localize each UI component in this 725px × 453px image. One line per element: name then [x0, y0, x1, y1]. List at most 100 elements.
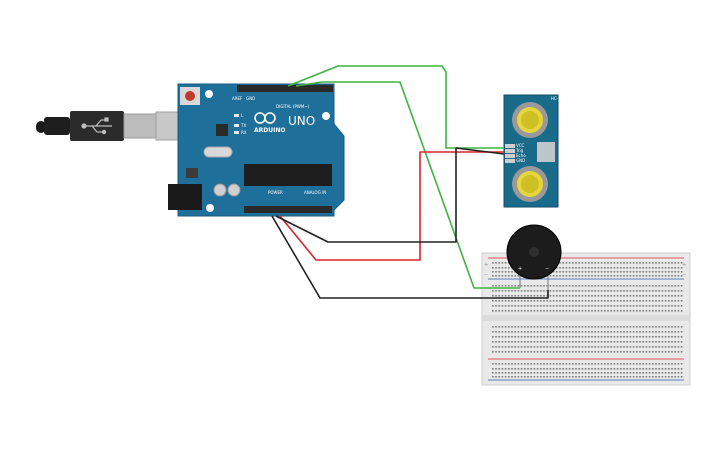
breadboard-hole: [520, 341, 523, 343]
breadboard-hole: [572, 310, 574, 312]
breadboard-hole: [495, 326, 497, 328]
wire-red-vcc[interactable]: [279, 151, 504, 261]
breadboard-hole: [639, 346, 641, 348]
breadboard-hole: [655, 326, 657, 328]
breadboard-hole: [495, 290, 497, 292]
breadboard-hole: [514, 331, 516, 333]
breadboard-hole: [645, 285, 648, 287]
breadboard-hole: [495, 275, 497, 277]
breadboard-hole: [504, 300, 507, 302]
piezo-buzzer[interactable]: + −: [506, 224, 562, 296]
breadboard-hole: [536, 300, 539, 302]
breadboard-hole: [584, 346, 587, 348]
wire-green-buzzer[interactable]: [295, 81, 520, 289]
breadboard-hole: [559, 305, 561, 307]
breadboard-hole: [517, 326, 520, 328]
breadboard-hole: [540, 376, 542, 378]
breadboard-hole: [565, 285, 568, 287]
breadboard-hole: [511, 310, 513, 312]
breadboard-hole: [642, 368, 644, 370]
breadboard-hole: [536, 290, 539, 292]
svg-text:−: −: [682, 272, 686, 278]
breadboard-hole: [620, 262, 622, 264]
breadboard-hole: [552, 295, 555, 297]
breadboard-hole: [680, 262, 683, 264]
breadboard-hole: [572, 300, 574, 302]
breadboard-hole: [568, 262, 571, 264]
breadboard-hole: [597, 376, 600, 378]
breadboard-hole: [674, 331, 676, 333]
breadboard-hole: [540, 363, 542, 365]
breadboard-hole: [543, 326, 545, 328]
breadboard-hole: [581, 336, 584, 338]
breadboard-hole: [492, 285, 494, 287]
wire-black-gnd-sensor[interactable]: [275, 147, 505, 243]
breadboard-hole: [652, 305, 654, 307]
breadboard-hole: [629, 285, 632, 287]
breadboard-hole: [562, 363, 564, 365]
breadboard-hole: [623, 285, 625, 287]
breadboard-hole: [588, 376, 590, 378]
breadboard[interactable]: + − + −: [481, 252, 691, 386]
breadboard-hole: [626, 376, 628, 378]
breadboard-hole: [629, 346, 632, 348]
breadboard-hole: [677, 376, 680, 378]
breadboard-hole: [677, 368, 680, 370]
breadboard-hole: [658, 331, 660, 333]
breadboard-hole: [549, 326, 552, 328]
breadboard-hole: [661, 326, 664, 328]
breadboard-hole: [636, 295, 638, 297]
breadboard-hole: [584, 275, 587, 277]
breadboard-hole: [658, 341, 660, 343]
breadboard-hole: [664, 368, 667, 370]
breadboard-hole: [501, 290, 504, 292]
arduino-board[interactable]: AREF GND DIGITAL (PWM~) ARDUINO UNO L TX…: [168, 83, 345, 217]
breadboard-hole: [495, 363, 497, 365]
breadboard-hole: [517, 346, 520, 348]
breadboard-hole: [604, 336, 606, 338]
breadboard-hole: [664, 285, 667, 287]
breadboard-hole: [680, 305, 683, 307]
breadboard-hole: [501, 331, 504, 333]
breadboard-hole: [661, 295, 664, 297]
breadboard-hole: [527, 336, 529, 338]
wire-black-gnd-buzzer[interactable]: [271, 215, 549, 299]
breadboard-hole: [655, 331, 657, 333]
usb-cable: [36, 111, 199, 141]
breadboard-hole: [652, 290, 654, 292]
breadboard-hole: [645, 346, 648, 348]
breadboard-hole: [530, 346, 532, 348]
breadboard-hole: [655, 271, 657, 273]
breadboard-hole: [613, 262, 616, 264]
breadboard-hole: [600, 295, 603, 297]
breadboard-hole: [674, 262, 676, 264]
breadboard-hole: [508, 290, 510, 292]
breadboard-hole: [524, 341, 526, 343]
breadboard-hole: [604, 351, 606, 353]
breadboard-hole: [524, 285, 526, 287]
breadboard-hole: [661, 305, 664, 307]
breadboard-hole: [604, 341, 606, 343]
breadboard-hole: [658, 346, 660, 348]
breadboard-hole: [584, 363, 587, 365]
breadboard-hole: [568, 372, 571, 374]
breadboard-hole: [504, 271, 507, 273]
breadboard-hole: [572, 368, 574, 370]
breadboard-hole: [575, 285, 577, 287]
breadboard-hole: [677, 346, 680, 348]
ultrasonic-sensor[interactable]: VCC Trig Echo GND HC-SR04: [503, 94, 569, 208]
breadboard-hole: [632, 285, 635, 287]
breadboard-hole: [572, 290, 574, 292]
breadboard-hole: [495, 271, 497, 273]
breadboard-hole: [556, 336, 558, 338]
breadboard-hole: [680, 331, 683, 333]
breadboard-hole: [559, 271, 561, 273]
breadboard-hole: [610, 275, 612, 277]
breadboard-hole: [568, 285, 571, 287]
breadboard-hole: [661, 262, 664, 264]
breadboard-hole: [623, 351, 625, 353]
breadboard-hole: [530, 368, 532, 370]
breadboard-hole: [652, 262, 654, 264]
breadboard-hole: [620, 305, 622, 307]
breadboard-hole: [543, 368, 545, 370]
